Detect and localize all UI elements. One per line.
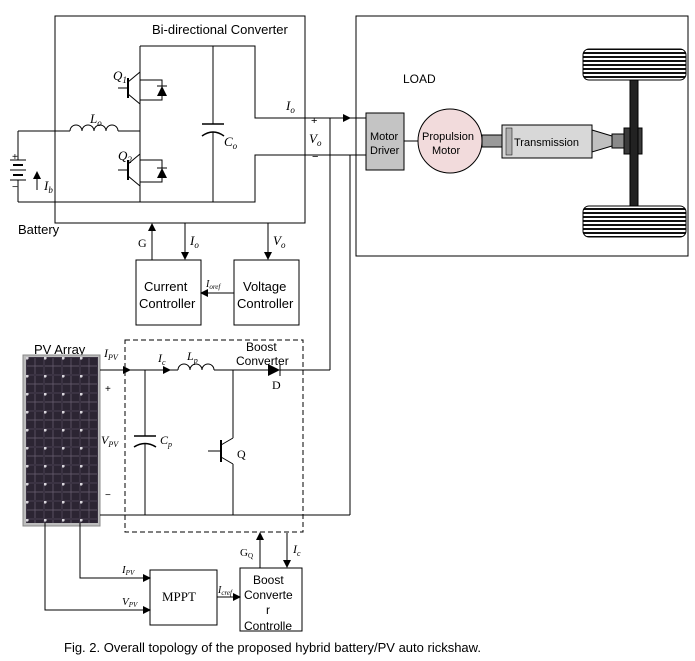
svg-text:Ioref: Ioref xyxy=(205,279,221,291)
load-title: LOAD xyxy=(403,72,436,86)
svg-text:Q2: Q2 xyxy=(118,148,132,165)
svg-text:Lp: Lp xyxy=(186,349,198,365)
svg-text:Io: Io xyxy=(189,233,199,250)
svg-text:Driver: Driver xyxy=(370,145,400,157)
svg-text:Lo: Lo xyxy=(89,111,102,128)
svg-text:Propulsion: Propulsion xyxy=(422,131,474,143)
mppt-section: IPV VPV MPPT Icref Boost Converte r Cont… xyxy=(44,523,303,633)
svg-text:Voltage: Voltage xyxy=(243,279,286,294)
svg-text:Io: Io xyxy=(285,98,295,115)
svg-text:Converte: Converte xyxy=(244,588,293,602)
svg-text:Converter: Converter xyxy=(236,354,289,368)
svg-text:Ic: Ic xyxy=(157,351,166,367)
svg-text:−: − xyxy=(105,490,111,501)
svg-text:Motor: Motor xyxy=(370,131,398,143)
svg-text:GQ: GQ xyxy=(240,547,253,560)
svg-text:Co: Co xyxy=(224,134,238,151)
svg-text:Motor: Motor xyxy=(432,145,460,157)
svg-text:D: D xyxy=(272,378,281,392)
svg-text:Q: Q xyxy=(237,447,246,461)
svg-text:MPPT: MPPT xyxy=(162,589,196,604)
svg-text:Controlle: Controlle xyxy=(244,619,292,633)
pv-cells xyxy=(26,357,98,523)
svg-text:VPV: VPV xyxy=(101,433,119,449)
svg-text:IPV: IPV xyxy=(121,564,135,577)
svg-text:−: − xyxy=(12,182,18,193)
svg-text:Ib: Ib xyxy=(43,178,53,195)
svg-text:Transmission: Transmission xyxy=(514,137,579,149)
svg-text:+: + xyxy=(12,152,18,163)
load-section: LOAD Motor Driver Propulsion Motor Trans… xyxy=(350,15,689,257)
svg-text:Current: Current xyxy=(144,279,188,294)
svg-text:Vo: Vo xyxy=(309,131,322,148)
svg-text:r: r xyxy=(266,603,270,617)
svg-text:IPV: IPV xyxy=(103,346,119,362)
boost-controller-box xyxy=(239,567,303,632)
motor-driver-box xyxy=(365,112,405,171)
wheel-bottom xyxy=(582,205,687,238)
svg-text:+: + xyxy=(311,115,317,127)
battery-label: Battery xyxy=(18,222,60,237)
capacitor-co: Co xyxy=(201,46,238,202)
pv-array: PV Array IPV + VPV − xyxy=(22,342,131,527)
svg-text:Q1: Q1 xyxy=(113,68,127,85)
converter-title: Bi-directional Converter xyxy=(152,22,289,37)
boost-box xyxy=(124,339,304,533)
svg-text:Controller: Controller xyxy=(237,296,294,311)
svg-text:G: G xyxy=(138,236,147,250)
converter-box xyxy=(54,15,306,224)
svg-text:Boost: Boost xyxy=(246,340,277,354)
svg-text:VPV: VPV xyxy=(122,596,138,609)
wheel-top xyxy=(582,48,687,81)
boost-converter: Boost Converter Ic Lp D Cp Q xyxy=(100,339,350,533)
svg-text:Icref: Icref xyxy=(217,585,233,597)
bidirectional-converter: Bi-directional Converter Co Q1 xyxy=(18,15,351,224)
controllers: Current Controller Voltage Controller Io… xyxy=(135,223,300,326)
svg-text:Ic: Ic xyxy=(292,542,301,558)
bottom-rail xyxy=(140,154,350,203)
top-rail xyxy=(140,45,300,119)
svg-text:−: − xyxy=(312,151,318,163)
load-box xyxy=(355,15,689,257)
pv-label: PV Array xyxy=(34,342,86,357)
svg-text:Controller: Controller xyxy=(139,296,196,311)
inductor-lo: Lo xyxy=(18,111,140,132)
svg-text:+: + xyxy=(105,384,111,395)
svg-text:Vo: Vo xyxy=(273,233,286,250)
figure-caption: Fig. 2. Overall topology of the proposed… xyxy=(64,640,481,655)
transmission-box xyxy=(501,124,593,159)
svg-text:Boost: Boost xyxy=(253,573,284,587)
battery: + − Ib Battery xyxy=(10,131,140,237)
switch-q1: Q1 xyxy=(113,68,167,105)
switch-q2: Q2 xyxy=(118,148,167,187)
svg-text:Cp: Cp xyxy=(160,433,172,449)
